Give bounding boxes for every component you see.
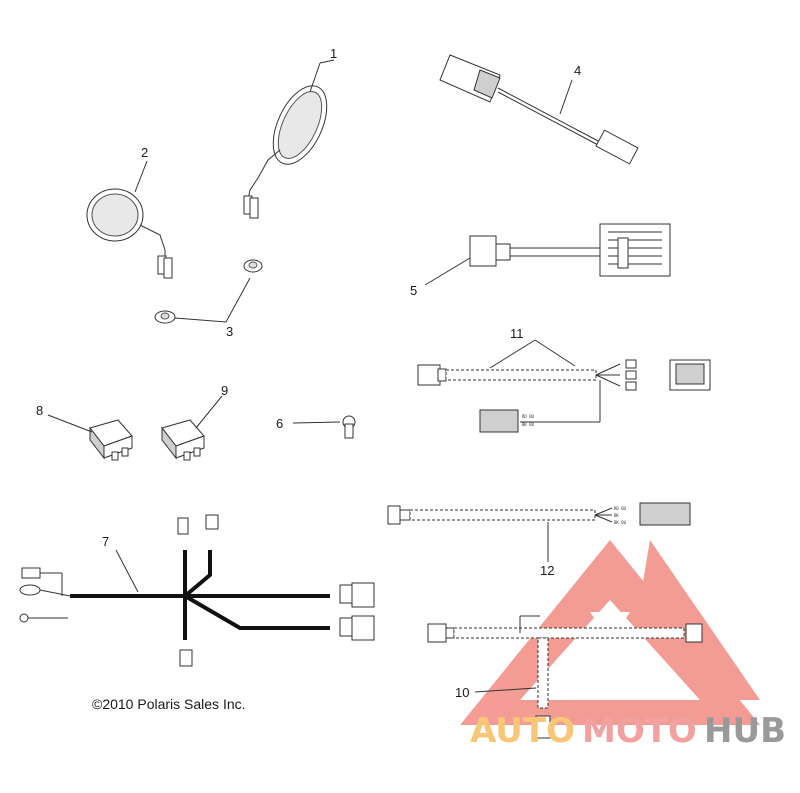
heater-harness-12: RD BU BK BK BU [387,502,691,526]
copyright-text: ©2010 Polaris Sales Inc. [92,696,246,712]
watermark-moto: MOTO [582,711,697,751]
callout-6: 6 [276,416,283,431]
watermark-text: AUTO MOTO HUB [470,711,786,751]
main-harness-7 [19,514,375,667]
callout-2: 2 [141,145,148,160]
callout-4: 4 [574,63,581,78]
connector-6 [342,415,356,439]
mirror-left [86,188,173,279]
switch-8 [89,419,133,461]
switch-9 [161,419,205,461]
mirror-nuts [154,259,263,324]
watermark-auto: AUTO [470,711,575,751]
callout-8: 8 [36,403,43,418]
svg-text:RD BU: RD BU [522,414,535,419]
svg-text:BK: BK [614,513,619,518]
callout-12: 12 [540,563,554,578]
callout-3: 3 [226,324,233,339]
mirror-right [243,85,328,219]
callout-7: 7 [102,534,109,549]
switch-harness-11: RD BU BK BU [417,359,711,433]
watermark-hub: HUB [704,711,786,751]
harness-10 [427,615,703,739]
grip-heater-5 [469,223,671,277]
callout-1: 1 [330,46,337,61]
svg-text:BK BU: BK BU [522,422,535,427]
heater-harness-4 [439,54,639,165]
svg-text:BK BU: BK BU [614,520,627,525]
callout-5: 5 [410,283,417,298]
svg-text:RD BU: RD BU [614,506,627,511]
callout-10: 10 [455,685,469,700]
callout-9: 9 [221,383,228,398]
callout-11: 11 [510,326,524,341]
